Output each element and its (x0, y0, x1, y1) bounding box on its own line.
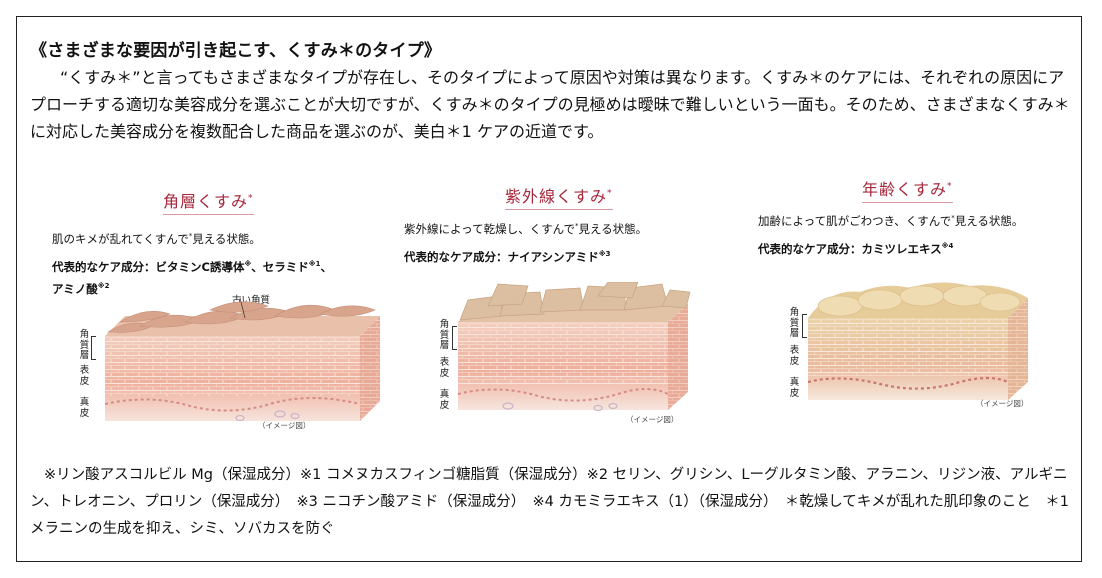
panel-desc-age: 加齢によって肌がごわつき、くすんで*見える状態。 (758, 214, 1024, 228)
panel-ingredients-stratum: 代表的なケア成分：ビタミンC誘導体※、セラミド※1、アミノ酸※2 (52, 259, 332, 296)
caption-stratum: （イメージ図） (258, 421, 311, 430)
label-dermis: 真皮 (79, 397, 90, 419)
label-dermis-uv: 真皮 (439, 389, 450, 411)
content-frame (16, 16, 1082, 562)
label-stratum-corneum-uv: 角質層 (439, 319, 450, 351)
label-epidermis: 表皮 (79, 365, 90, 387)
section-heading: 《さまざまな要因が引き起こす、くすみ＊のタイプ》 (30, 41, 442, 61)
intro-paragraph: “くすみ＊”と言ってもさまざまなタイプが存在し、そのタイプによって原因や対策は異… (30, 68, 1070, 141)
bracket-uv (452, 326, 457, 350)
label-epidermis-uv: 表皮 (439, 357, 450, 379)
panel-title-age: 年齢くすみ* (862, 176, 953, 203)
bracket-stratum (91, 336, 96, 360)
panel-ingredients-age: 代表的なケア成分：カミツレエキス※4 (758, 241, 954, 256)
skin-illustration-uv (457, 282, 691, 412)
label-epidermis-age: 表皮 (789, 345, 800, 367)
caption-uv: （イメージ図） (626, 415, 679, 424)
caption-age: （イメージ図） (976, 399, 1029, 408)
panel-title-stratum: 角層くすみ* (163, 188, 254, 215)
panel-desc-uv: 紫外線によって乾燥し、くすんで*見える状態。 (404, 222, 648, 236)
label-stratum-corneum: 角質層 (79, 329, 90, 361)
panel-ingredients-uv: 代表的なケア成分：ナイアシンアミド※3 (404, 249, 611, 264)
label-dermis-age: 真皮 (789, 377, 800, 399)
callout-old-keratin: 古い角質 (232, 295, 271, 306)
skin-illustration-stratum (104, 297, 380, 422)
skin-illustration-age (807, 282, 1028, 400)
label-stratum-corneum-age: 角質層 (789, 307, 800, 339)
panel-title-uv: 紫外線くすみ* (505, 183, 613, 210)
bracket-age (802, 314, 807, 338)
footnote: ※リン酸アスコルビル Mg（保湿成分）※1 コメヌカスフィンゴ糖脂質（保湿成分）… (30, 467, 1070, 537)
panel-desc-stratum: 肌のキメが乱れてくすんで*見える状態。 (52, 232, 261, 246)
